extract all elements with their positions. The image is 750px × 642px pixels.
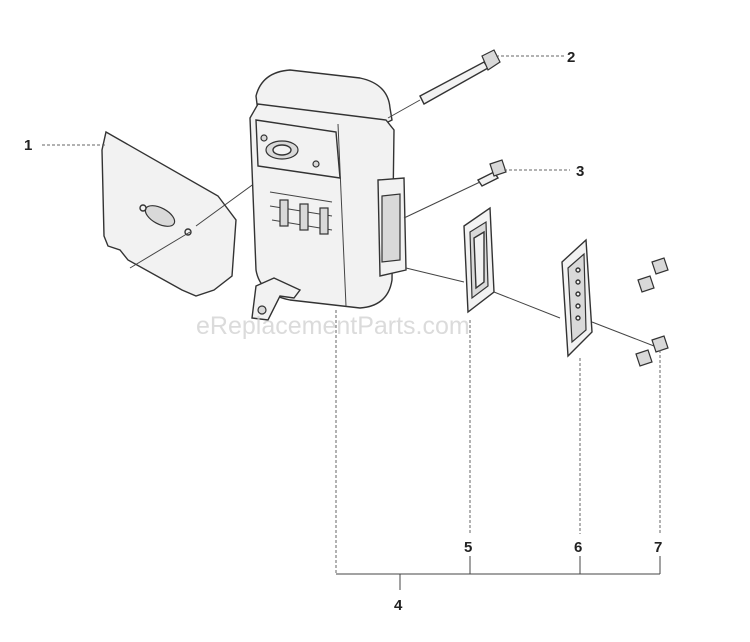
callout-7: 7 <box>654 539 662 556</box>
callout-6: 6 <box>574 539 582 556</box>
guide-6 <box>591 321 655 347</box>
part-7-screws <box>635 257 669 367</box>
guide-2 <box>387 99 421 119</box>
callout-4: 4 <box>394 597 403 614</box>
guide-5 <box>405 267 561 319</box>
callout-1: 1 <box>24 137 32 154</box>
callout-2: 2 <box>567 49 575 66</box>
part-5-gasket <box>463 206 495 314</box>
guide-3 <box>403 181 481 219</box>
group-bracket-4 <box>335 310 661 590</box>
callout-3: 3 <box>576 163 584 180</box>
callout-5: 5 <box>464 539 472 556</box>
watermark-text: eReplacementParts.com <box>196 312 470 340</box>
part-3-screw <box>476 159 507 187</box>
part-1-gasket-plate <box>101 130 237 297</box>
part-2-bolt <box>419 49 501 105</box>
part-6-screen <box>561 238 593 358</box>
muffler-body <box>249 69 407 321</box>
